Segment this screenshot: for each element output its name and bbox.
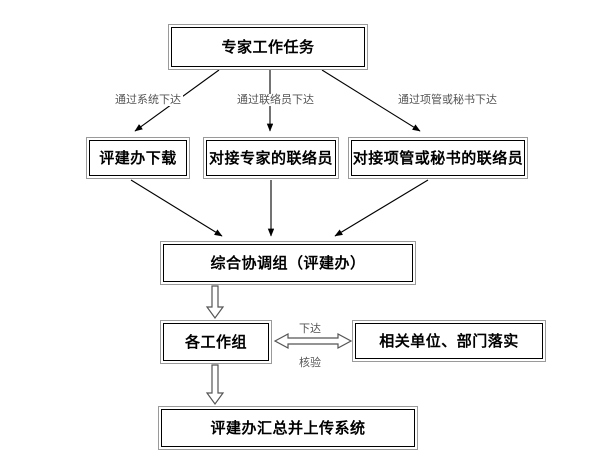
edge-liaison-sec-to-coord xyxy=(334,179,429,237)
node-download-label: 评建办下载 xyxy=(99,148,177,167)
node-download[interactable]: 评建办下载 xyxy=(86,137,190,179)
edge-download-to-coord xyxy=(130,179,223,237)
node-related-units-label: 相关单位、部门落实 xyxy=(379,331,519,350)
arrow-label-assign: 下达 xyxy=(299,322,321,335)
node-liaison-secretary-label: 对接项管或秘书的联络员 xyxy=(352,148,524,167)
edge-coord-to-workgroups xyxy=(205,285,225,320)
node-summary-upload[interactable]: 评建办汇总并上传系统 xyxy=(158,406,418,450)
node-liaison-expert-label: 对接专家的联络员 xyxy=(208,148,333,167)
node-liaison-secretary[interactable]: 对接项管或秘书的联络员 xyxy=(348,137,528,179)
node-task-label: 专家工作任务 xyxy=(221,37,315,56)
node-related-units[interactable]: 相关单位、部门落实 xyxy=(352,320,546,362)
node-coordination-group[interactable]: 综合协调组（评建办） xyxy=(160,241,416,285)
edge-label-via-secretary: 通过项管或秘书下达 xyxy=(396,93,499,107)
edge-label-via-system: 通过系统下达 xyxy=(113,93,183,107)
node-coordination-group-label: 综合协调组（评建办） xyxy=(210,253,366,272)
edge-workgroups-units-bidirectional xyxy=(273,332,353,350)
node-task[interactable]: 专家工作任务 xyxy=(168,24,368,70)
edge-label-via-liaison: 通过联络员下达 xyxy=(235,93,316,107)
edge-workgroups-to-summary xyxy=(205,364,225,406)
node-work-groups-label: 各工作组 xyxy=(184,332,247,351)
arrow-label-verify: 核验 xyxy=(299,356,321,369)
node-liaison-expert[interactable]: 对接专家的联络员 xyxy=(203,137,339,179)
node-work-groups[interactable]: 各工作组 xyxy=(160,320,272,364)
edge-task-to-liaison-sec xyxy=(321,69,421,132)
node-summary-upload-label: 评建办汇总并上传系统 xyxy=(210,418,366,437)
